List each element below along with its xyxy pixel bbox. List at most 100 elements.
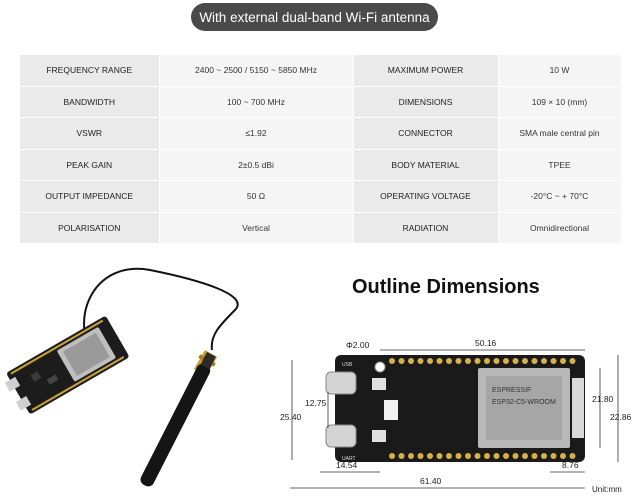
header-pin xyxy=(427,453,433,459)
header-pin xyxy=(484,453,490,459)
header-pin xyxy=(408,358,414,364)
antenna-banner: With external dual-band Wi-Fi antenna xyxy=(191,3,438,31)
spec-label: PEAK GAIN xyxy=(20,149,160,181)
dim-total-height: 22.86 xyxy=(610,412,632,422)
dim-right-offset: 8.76 xyxy=(562,460,579,470)
header-pin xyxy=(398,453,405,459)
connector-white xyxy=(384,400,398,420)
mount-hole xyxy=(374,361,386,373)
dev-board xyxy=(4,316,129,414)
dim-usb-spacing: 12.75 xyxy=(305,398,327,408)
uart-label: UART xyxy=(342,456,356,462)
dim-hole: Φ2.00 xyxy=(346,340,370,350)
header-pin xyxy=(560,358,566,364)
header-pin xyxy=(512,453,519,459)
dim-pin-span: 50.16 xyxy=(475,338,497,348)
header-pin xyxy=(389,358,395,364)
header-pin xyxy=(541,358,547,364)
spec-label: CONNECTOR xyxy=(353,117,499,150)
antenna-connector-area xyxy=(572,378,584,438)
header-pin xyxy=(427,358,433,364)
header-pin xyxy=(493,453,500,459)
spec-label: VSWR xyxy=(20,117,160,150)
spec-label: RADIATION xyxy=(353,212,499,244)
header-pin xyxy=(531,453,538,459)
spec-value: Omnidirectional xyxy=(498,212,622,244)
antenna-cable xyxy=(83,267,239,356)
header-pin xyxy=(436,358,443,364)
dim-inner-height: 21.80 xyxy=(592,394,614,404)
module-shield xyxy=(486,376,562,440)
usb-c-top xyxy=(325,371,357,395)
header-pin xyxy=(465,358,471,364)
header-pin xyxy=(503,358,509,364)
spec-label: POLARISATION xyxy=(20,212,160,244)
header-pin xyxy=(398,358,405,364)
reset-button xyxy=(372,430,386,442)
usb-label: USB xyxy=(342,362,353,368)
header-pin xyxy=(446,453,452,459)
boot-button xyxy=(372,378,386,390)
spec-label: BANDWIDTH xyxy=(20,86,160,118)
header-pin xyxy=(569,358,576,364)
header-pin xyxy=(484,358,490,364)
spec-value: 100 ~ 700 MHz xyxy=(159,86,354,118)
dim-total-length: 61.40 xyxy=(420,476,442,486)
header-pin xyxy=(417,453,424,459)
header-pin xyxy=(541,453,547,459)
header-pin xyxy=(550,453,557,459)
outline-dimensions-drawing: ESPRESSIF ESP32-C5-WROOM USB UART Φ2.00 … xyxy=(280,338,632,494)
header-pin xyxy=(569,453,576,459)
dim-left-offset: 14.54 xyxy=(336,460,358,470)
dimension-lines xyxy=(290,349,619,489)
spec-value: 2400 ~ 2500 / 5150 ~ 5850 MHz xyxy=(159,55,354,87)
spec-label: OUTPUT IMPEDANCE xyxy=(20,180,160,213)
header-pin xyxy=(522,358,528,364)
header-pin xyxy=(550,358,557,364)
header-pin xyxy=(512,358,519,364)
header-pin xyxy=(389,453,395,459)
usb-c-bottom xyxy=(325,424,357,448)
module-brand: ESPRESSIF xyxy=(492,387,531,394)
antenna-body xyxy=(140,352,216,487)
spec-value: 10 W xyxy=(498,55,622,87)
spec-label: FREQUENCY RANGE xyxy=(20,55,160,87)
spec-value: 50 Ω xyxy=(159,180,354,213)
header-pin xyxy=(560,453,566,459)
header-pin xyxy=(531,358,538,364)
spec-value: 109 × 10 (mm) xyxy=(498,86,622,118)
board-antenna-photo xyxy=(4,267,239,487)
header-pin xyxy=(522,453,528,459)
spec-value: -20°C ~ + 70°C xyxy=(498,180,622,213)
spec-label: DIMENSIONS xyxy=(353,86,499,118)
spec-value: SMA male central pin xyxy=(498,117,622,150)
header-pin xyxy=(465,453,471,459)
outline-title: Outline Dimensions xyxy=(352,276,540,298)
pin-header-bottom xyxy=(389,453,576,459)
spec-label: BODY MATERIAL xyxy=(353,149,499,181)
pin-header-top xyxy=(389,358,576,364)
spec-value: 2±0.5 dBi xyxy=(159,149,354,181)
spec-label: MAXIMUM POWER xyxy=(353,55,499,87)
dim-height-outer: 25.40 xyxy=(280,412,302,422)
spec-label: OPERATING VOLTAGE xyxy=(353,180,499,213)
spec-value: TPEE xyxy=(498,149,622,181)
spec-value: ≤1.92 xyxy=(159,117,354,150)
unit-label: Unit:mm xyxy=(592,485,622,494)
header-pin xyxy=(455,358,462,364)
header-pin xyxy=(446,358,452,364)
header-pin xyxy=(474,358,481,364)
header-pin xyxy=(455,453,462,459)
header-pin xyxy=(417,358,424,364)
header-pin xyxy=(474,453,481,459)
header-pin xyxy=(503,453,509,459)
header-pin xyxy=(493,358,500,364)
header-pin xyxy=(408,453,414,459)
